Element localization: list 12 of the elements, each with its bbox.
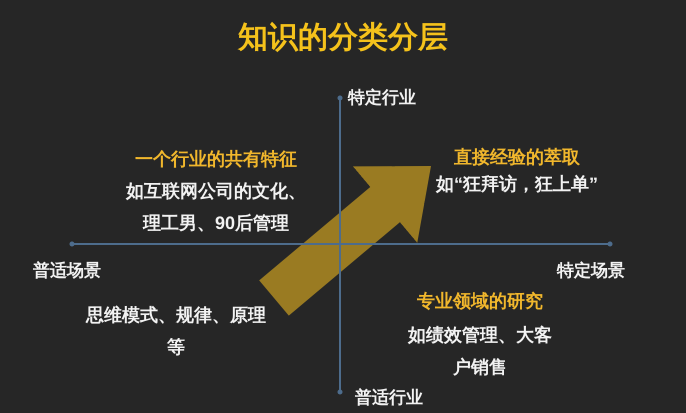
quadrant-text: 如绩效管理、大客户销售 (406, 324, 553, 378)
quadrant-heading: 一个行业的共有特征 (134, 148, 298, 171)
quadrant-text: 如“狂拜访，狂上单” (434, 173, 599, 196)
axis-label: 特定行业 (348, 88, 416, 108)
axis-label: 普适场景 (33, 261, 101, 282)
quadrant-heading: 直接经验的萃取 (453, 146, 581, 169)
axis-label: 特定场景 (557, 261, 625, 282)
quadrant-heading: 专业领域的研究 (416, 290, 544, 313)
title: 知识的分类分层 (238, 20, 448, 56)
axis-label: 普适行业 (355, 388, 423, 408)
quadrant-text: 思维模式、规律、原理等 (80, 300, 272, 363)
quadrant-text: 如互联网公司的文化、理工男、90后管理 (124, 180, 307, 234)
